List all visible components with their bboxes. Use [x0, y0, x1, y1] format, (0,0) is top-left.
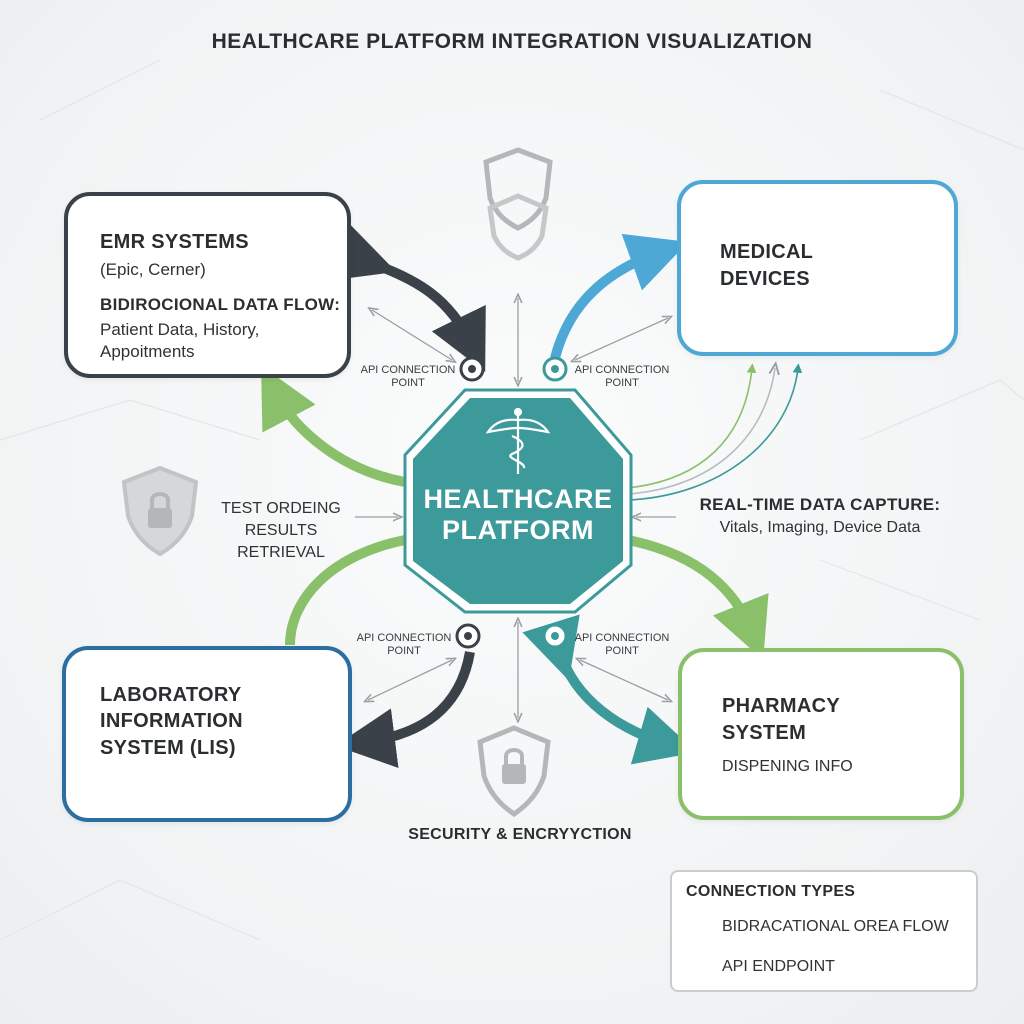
emr-subtitle: (Epic, Cerner): [100, 260, 206, 279]
lis-green-arrow: [285, 535, 406, 646]
api-label-bottom-right-line2: POINT: [605, 645, 639, 657]
emr-flow-line2: Appoitments: [100, 342, 195, 361]
lis-box[interactable]: [62, 646, 352, 822]
api-point-bottom-right[interactable]: [542, 623, 568, 649]
api-label-bottom-left-line2: POINT: [387, 645, 421, 657]
api-label-bottom-left: API CONNECTION POINT: [356, 632, 452, 658]
emr-flow-line1: Patient Data, History,: [100, 320, 260, 339]
emr-systems-box[interactable]: [64, 192, 351, 378]
lab-flow-label: TEST ORDEING RESULTS RETRIEVAL: [206, 498, 356, 564]
api-label-top-left: API CONNECTION POINT: [360, 364, 456, 390]
platform-line1: HEALTHCARE: [423, 484, 613, 514]
api-point-bottom-left[interactable]: [455, 623, 481, 649]
lab-flow-line2: RESULTS RETRIEVAL: [237, 522, 325, 561]
lis-arrow: [335, 651, 475, 768]
legend-item-bidirectional-label: BIDRACATIONAL OREA FLOW: [722, 918, 949, 935]
realtime-heading: REAL-TIME DATA CAPTURE:: [699, 495, 941, 514]
realtime-arrows: [627, 368, 803, 501]
test-ordering-shield-lock-icon: [121, 465, 199, 557]
api-label-top-right: API CONNECTION POINT: [574, 364, 670, 390]
legend-item-api-label: API ENDPOINT: [722, 958, 835, 975]
platform-line2: PLATFORM: [442, 515, 594, 545]
emr-bidirectional-arrow: [329, 223, 486, 372]
api-label-bottom-right: API CONNECTION POINT: [574, 632, 670, 658]
api-label-top-left-line2: POINT: [391, 377, 425, 389]
security-label: SECURITY & ENCRYYCTION: [408, 826, 632, 843]
pharmacy-arrow: [522, 614, 697, 765]
api-label-top-left-line1: API CONNECTION: [360, 364, 456, 376]
medical-line1: MEDICAL: [720, 241, 814, 263]
medical-devices-box[interactable]: [677, 180, 958, 356]
pharmacy-green-arrow: [626, 535, 769, 660]
emr-title: EMR SYSTEMS: [100, 231, 249, 253]
realtime-detail: Vitals, Imaging, Device Data: [719, 519, 921, 536]
pharmacy-box[interactable]: [678, 648, 964, 820]
lis-line1: LABORATORY: [100, 684, 242, 706]
api-label-bottom-right-line1: API CONNECTION: [574, 632, 670, 644]
pharmacy-detail: DISPENING INFO: [722, 758, 853, 775]
security-shield-lock-icon: [477, 725, 551, 818]
diagram-title: HEALTHCARE PLATFORM INTEGRATION VISUALIZ…: [211, 30, 813, 53]
thin-gray-arrows: [355, 298, 676, 718]
healthcare-platform-node[interactable]: [403, 388, 633, 614]
api-label-top-right-line1: API CONNECTION: [574, 364, 670, 376]
lis-line3: SYSTEM (LIS): [100, 737, 236, 759]
medical-arrow: [550, 233, 689, 360]
pharmacy-line1: PHARMACY: [722, 695, 840, 717]
shield-icon: [483, 147, 553, 261]
emr-return-arrow: [261, 365, 406, 487]
api-label-bottom-left-line1: API CONNECTION: [356, 632, 452, 644]
pharmacy-line2: SYSTEM: [722, 722, 807, 744]
emr-flow-label: BIDIROCIONAL DATA FLOW:: [100, 295, 341, 314]
lab-flow-line1: TEST ORDEING: [221, 500, 341, 517]
connection-types-legend: [670, 870, 978, 992]
caduceus-icon: [485, 407, 551, 474]
background-network: [0, 59, 1024, 941]
platform-label: HEALTHCARE PLATFORM: [413, 484, 623, 546]
api-point-top-left[interactable]: [459, 356, 485, 382]
medical-line2: DEVICES: [720, 268, 810, 290]
api-point-top-right[interactable]: [542, 356, 568, 382]
lis-line2: INFORMATION: [100, 710, 243, 732]
legend-title: CONNECTION TYPES: [686, 883, 856, 900]
api-label-top-right-line2: POINT: [605, 377, 639, 389]
realtime-label: REAL-TIME DATA CAPTURE: Vitals, Imaging,…: [690, 495, 950, 537]
